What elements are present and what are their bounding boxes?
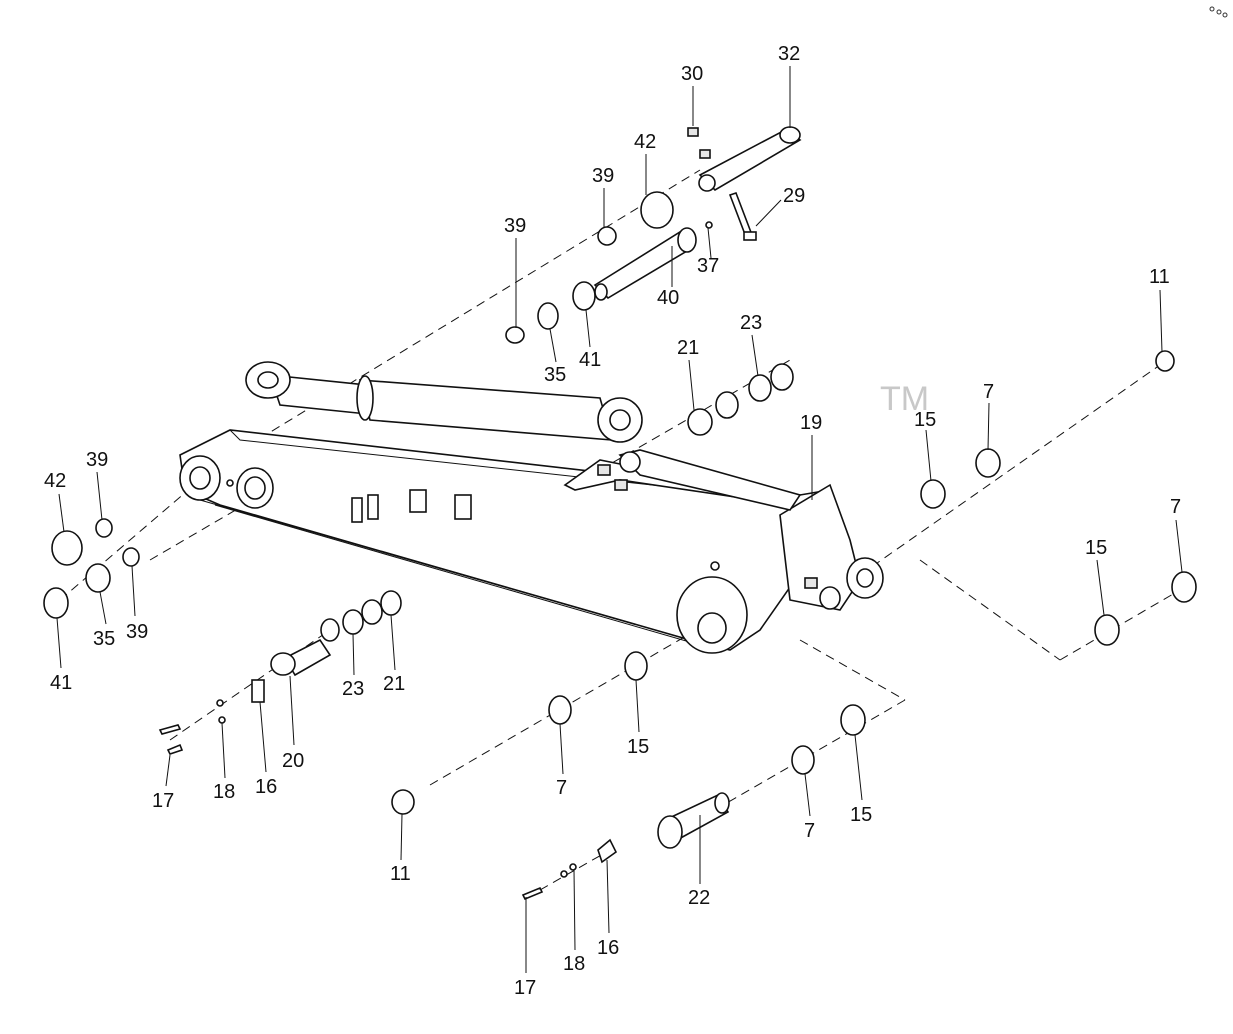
callout-21-top: 21: [677, 337, 699, 359]
callout-15-top: 15: [914, 409, 936, 431]
callout-11-bottom: 11: [390, 863, 411, 885]
callout-19: 19: [800, 412, 822, 434]
callout-37: 37: [697, 255, 719, 277]
callout-30: 30: [681, 63, 703, 85]
callout-39-left-bottom: 39: [126, 621, 148, 643]
pin-40: [593, 221, 713, 301]
callout-39-mid: 39: [504, 215, 526, 237]
callout-20: 20: [282, 750, 304, 772]
callout-18-left: 18: [213, 781, 235, 803]
callout-17-bottom: 17: [514, 977, 536, 999]
callout-16-bottom: 16: [597, 937, 619, 959]
callout-15-bottom-right: 15: [850, 804, 872, 826]
pin-22: [521, 704, 866, 901]
callout-39-top: 39: [592, 165, 614, 187]
rings-top: [505, 191, 794, 436]
callout-40: 40: [657, 287, 679, 309]
watermark: TM: [880, 380, 929, 418]
pin-32: [687, 126, 802, 192]
callout-39-left-top: 39: [86, 449, 108, 471]
callout-42-top: 42: [634, 131, 656, 153]
callout-7-right: 7: [1170, 496, 1181, 518]
callout-15-bottom-left: 15: [627, 736, 649, 758]
rings-bottom: [391, 651, 648, 815]
callouts: 32 30 42 39 29 39 37 40 35 41 11 21 23 7…: [44, 43, 1181, 999]
rings-left: [43, 518, 140, 619]
callout-32: 32: [778, 43, 800, 65]
callout-22: 22: [688, 887, 710, 909]
corner-mark-icon: [1209, 6, 1228, 18]
callout-7-bottom-left: 7: [556, 777, 567, 799]
boom-arm: [179, 429, 884, 654]
callout-35-top: 35: [544, 364, 566, 386]
rings-right: [920, 350, 1197, 646]
pin-20: [158, 590, 402, 755]
callout-29: 29: [783, 185, 805, 207]
bolt-29: [728, 191, 757, 241]
callout-23-bottom: 23: [342, 678, 364, 700]
callout-17-left: 17: [152, 790, 174, 812]
callout-41-left: 41: [50, 672, 72, 694]
callout-7-bottom-right: 7: [804, 820, 815, 842]
hydraulic-cylinder: [245, 361, 643, 443]
callout-41-top: 41: [579, 349, 601, 371]
callout-35-left: 35: [93, 628, 115, 650]
callout-7-top: 7: [983, 381, 994, 403]
callout-42-left: 42: [44, 470, 66, 492]
watermark-tm: TM: [880, 380, 929, 418]
callout-11-right: 11: [1149, 266, 1170, 288]
callout-18-bottom: 18: [563, 953, 585, 975]
boom-brackets: [351, 449, 802, 523]
callout-16-left: 16: [255, 776, 277, 798]
callout-21-bottom: 21: [383, 673, 405, 695]
leader-lines: [56, 66, 1183, 973]
callout-23-top: 23: [740, 312, 762, 334]
callout-15-right: 15: [1085, 537, 1107, 559]
